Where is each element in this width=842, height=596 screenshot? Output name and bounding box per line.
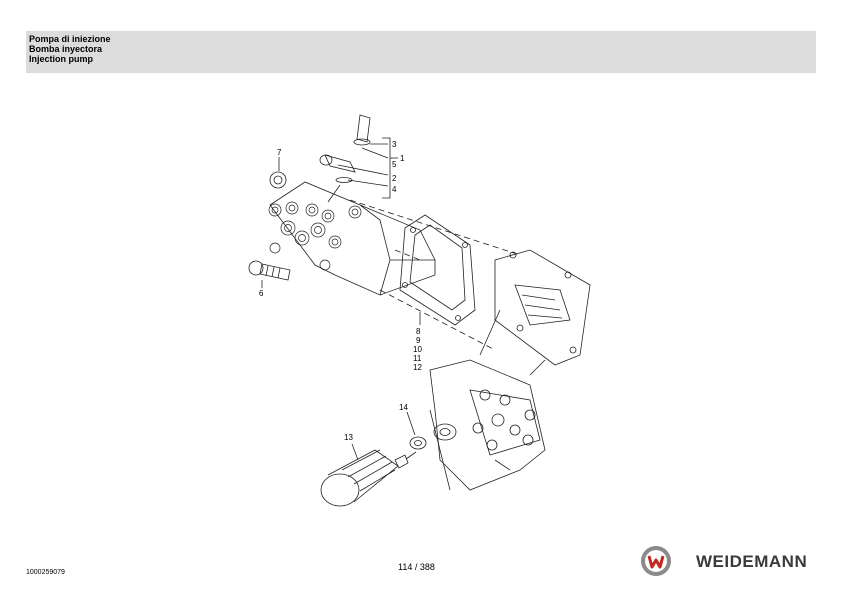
weidemann-logo: WEIDEMANN <box>640 545 816 577</box>
title-english: Injection pump <box>29 54 93 64</box>
logo-emblem-icon <box>641 546 671 576</box>
callout-11: 11 <box>413 354 422 363</box>
title-spanish: Bomba inyectora <box>29 44 103 54</box>
callout-1: 1 <box>400 154 405 163</box>
exploded-parts-diagram: 3 5 2 4 1 7 6 8 9 10 11 12 14 13 <box>248 114 591 507</box>
callout-10: 10 <box>413 345 422 354</box>
callout-3: 3 <box>392 140 397 149</box>
callout-4: 4 <box>392 185 397 194</box>
callout-12: 12 <box>413 363 422 372</box>
page-number: 114 / 388 <box>398 562 435 572</box>
callout-9: 9 <box>416 336 421 345</box>
callout-14: 14 <box>399 403 408 412</box>
callout-8: 8 <box>416 327 421 336</box>
callout-6: 6 <box>259 289 264 298</box>
document-id: 1000259079 <box>26 569 65 576</box>
callout-13: 13 <box>344 433 353 442</box>
callout-5: 5 <box>392 160 397 169</box>
title-italian: Pompa di iniezione <box>29 34 111 44</box>
brand-name: WEIDEMANN <box>696 552 808 571</box>
callout-7: 7 <box>277 148 282 157</box>
callout-2: 2 <box>392 174 397 183</box>
page-header: Pompa di iniezione Bomba inyectora Injec… <box>26 31 816 73</box>
